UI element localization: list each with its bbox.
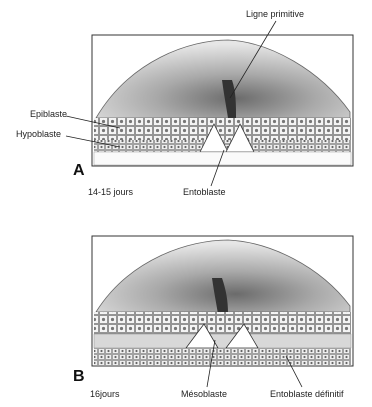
panel-a-illustration <box>66 21 353 186</box>
panel-a-epiblast-layer <box>94 118 351 140</box>
panel-letter-a: A <box>73 163 85 179</box>
label-mesoblast: Mésoblaste <box>181 390 227 399</box>
panel-b-definitive-entoblast-layer <box>94 348 351 365</box>
label-definitive-entoblast: Entoblaste définitif <box>270 390 344 399</box>
panel-letter-b: B <box>73 369 85 385</box>
label-hypoblast: Hypoblaste <box>16 130 61 139</box>
label-epiblast: Epiblaste <box>30 110 67 119</box>
panel-b-age: 16jours <box>90 390 120 399</box>
label-entoblast: Entoblaste <box>183 188 226 197</box>
panel-a-age: 14-15 jours <box>88 188 133 197</box>
panel-b-mesoblast-layer <box>94 334 351 348</box>
panel-b-epiblast-layer <box>94 312 351 334</box>
panel-b-illustration <box>92 236 353 387</box>
label-primitive-streak: Ligne primitive <box>246 10 304 19</box>
